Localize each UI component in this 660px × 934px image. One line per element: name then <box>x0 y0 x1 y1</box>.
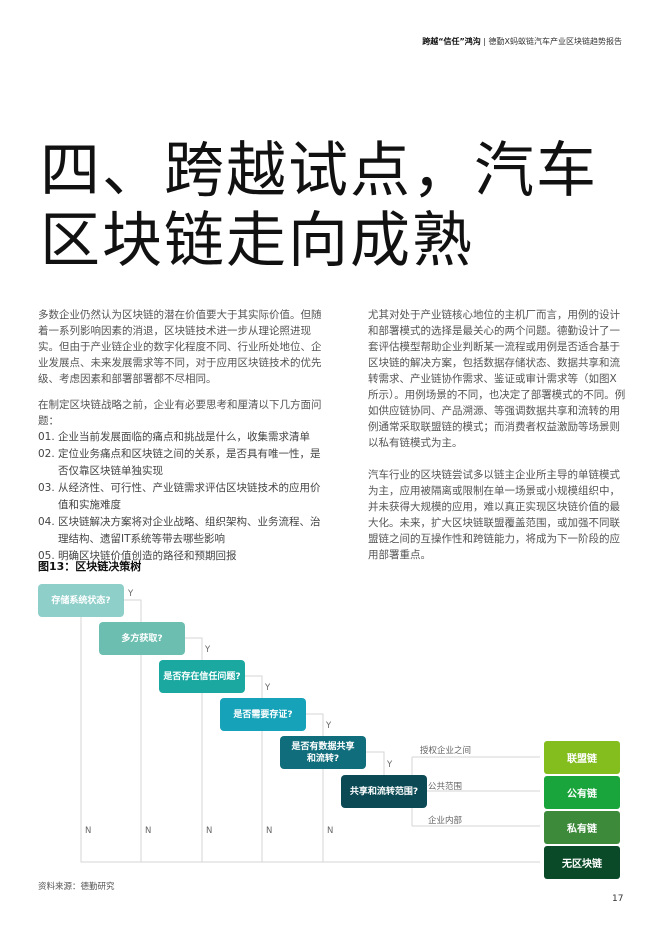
header-report-title: 德勤X蚂蚁链汽车产业区块链趋势报告 <box>488 37 622 46</box>
question-box-trust: 是否存在信任问题? <box>159 660 245 693</box>
branch-label-internal: 企业内部 <box>428 816 463 826</box>
no-label: N <box>145 826 152 836</box>
section-title-line2: 区块链走向成熟 <box>40 206 474 276</box>
no-label: N <box>85 826 92 836</box>
section-title-line1: 四、跨越试点，汽车 <box>40 136 598 206</box>
branch-label-authorized: 授权企业之间 <box>420 746 472 756</box>
question-box-sharing-scope: 共享和流转范围? <box>341 775 427 808</box>
no-label: N <box>206 826 213 836</box>
page-number: 17 <box>612 894 624 904</box>
right-paragraph-1: 尤其对处于产业链核心地位的主机厂而言，用例的设计和部署模式的选择是最关心的两个问… <box>368 309 626 449</box>
figure-title: 图13：区块链决策树 <box>38 560 142 573</box>
header-short-title: 跨越“信任”鸿沟 <box>422 37 481 46</box>
left-paragraph-1: 多数企业仍然认为区块链的潜在价值要大于其实际价值。但随着一系列影响因素的消退，区… <box>38 309 322 385</box>
yes-label: Y <box>265 683 271 693</box>
yes-label: Y <box>128 589 134 599</box>
left-column: 多数企业仍然认为区块链的潜在价值要大于其实际价值。但随着一系列影响因素的消退，区… <box>38 307 324 565</box>
figure-source: 资料来源：德勤研究 <box>38 882 115 892</box>
result-private-chain: 私有链 <box>544 811 620 844</box>
yes-label: Y <box>387 760 393 770</box>
list-item: 04. 区块链解决方案将对企业战略、组织架构、业务流程、治理结构、遗留IT系统等… <box>38 516 321 545</box>
left-paragraph-2: 在制定区块链战略之前，企业有必要思考和厘清以下几方面问题： <box>38 399 322 427</box>
question-list: 01. 企业当前发展面临的痛点和挑战是什么，收集需求清单 02. 定位业务痛点和… <box>38 429 324 565</box>
result-consortium-chain: 联盟链 <box>544 741 620 774</box>
list-item: 03. 从经济性、可行性、产业链需求评估区块链技术的应用价值和实施难度 <box>38 482 321 511</box>
running-header: 跨越“信任”鸿沟 | 德勤X蚂蚁链汽车产业区块链趋势报告 <box>422 36 622 47</box>
no-label: N <box>327 826 334 836</box>
question-box-storage: 存储系统状态? <box>38 584 124 617</box>
result-no-blockchain: 无区块链 <box>544 846 620 879</box>
list-item: 02. 定位业务痛点和区块链之间的关系，是否具有唯一性，是否仅靠区块链单独实现 <box>38 448 321 477</box>
yes-label: Y <box>205 645 211 655</box>
right-column: 尤其对处于产业链核心地位的主机厂而言，用例的设计和部署模式的选择是最关心的两个问… <box>368 307 626 563</box>
question-box-evidence: 是否需要存证? <box>220 698 306 731</box>
result-public-chain: 公有链 <box>544 776 620 809</box>
list-item: 05. 明确区块链价值创造的路径和预期回报 <box>38 550 237 562</box>
header-separator: | <box>483 37 486 46</box>
question-box-multiparty: 多方获取? <box>99 622 185 655</box>
yes-label: Y <box>326 721 332 731</box>
branch-label-public: 公共范围 <box>428 782 463 792</box>
list-item: 01. 企业当前发展面临的痛点和挑战是什么，收集需求清单 <box>38 431 311 443</box>
question-box-data-sharing: 是否有数据共享和流转? <box>280 736 366 769</box>
no-label: N <box>266 826 273 836</box>
right-paragraph-2: 汽车行业的区块链尝试多以链主企业所主导的单链模式为主，应用被隔离或限制在单一场景… <box>368 469 620 561</box>
